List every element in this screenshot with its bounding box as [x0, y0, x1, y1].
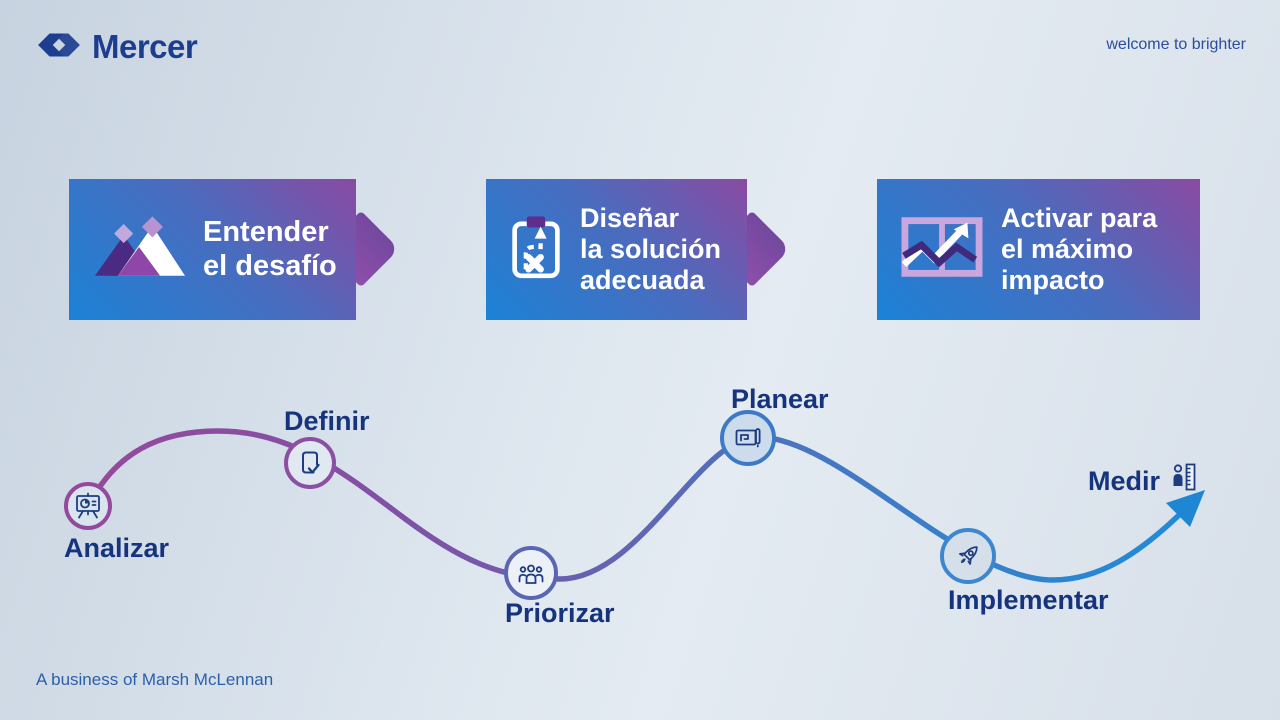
- node-definir: [284, 437, 336, 489]
- step-label-definir: Definir: [284, 406, 370, 436]
- banner-disenar: Diseñar la solución adecuada: [486, 179, 747, 320]
- node-implementar: [940, 528, 996, 584]
- banner-activar: Activar para el máximo impacto: [877, 179, 1200, 320]
- tagline: welcome to brighter: [1106, 36, 1246, 53]
- blueprint-icon: [735, 428, 761, 448]
- step-label-implementar: Implementar: [948, 585, 1109, 615]
- node-planear: [720, 410, 776, 466]
- rocket-icon: [959, 546, 978, 565]
- document-check-icon: [302, 451, 320, 474]
- easel-chart-icon: [76, 492, 100, 519]
- people-icon: [518, 564, 544, 584]
- step-label-analizar: Analizar: [64, 533, 170, 563]
- measure-height-icon: [1169, 462, 1199, 501]
- step-label-planear: Planear: [731, 384, 829, 414]
- brand-name: Mercer: [92, 28, 198, 65]
- banner-title: Activar para el máximo impacto: [1001, 203, 1158, 295]
- node-analizar: [64, 482, 112, 530]
- footer-text: A business of Marsh McLennan: [36, 670, 274, 689]
- clipboard-route-icon: [510, 213, 562, 286]
- step-label-priorizar: Priorizar: [505, 598, 615, 628]
- banner-title: Diseñar la solución adecuada: [580, 203, 722, 295]
- window-chart-icon: [901, 216, 983, 283]
- mercer-logo-icon: [36, 29, 82, 66]
- mercer-logo: Mercer: [36, 28, 198, 66]
- step-label-medir: Medir: [1088, 466, 1161, 496]
- banner-entender: Entender el desafío: [69, 179, 356, 320]
- banner-title: Entender el desafío: [203, 216, 337, 282]
- node-priorizar: [504, 546, 558, 600]
- mountains-icon: [93, 215, 185, 284]
- step-medir: Medir: [1088, 462, 1199, 501]
